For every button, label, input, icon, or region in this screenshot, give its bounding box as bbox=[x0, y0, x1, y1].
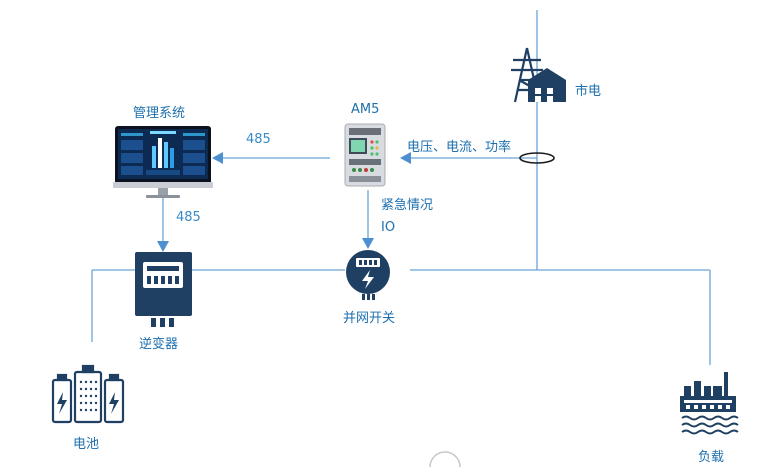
am5-device-icon bbox=[344, 123, 386, 187]
measurement-label: 电压、电流、功率 bbox=[407, 140, 512, 155]
rs485-side-label: 485 bbox=[176, 210, 201, 225]
arrowheads bbox=[157, 152, 411, 252]
management-system-label: 管理系统 bbox=[133, 106, 186, 121]
rs485-top-label: 485 bbox=[246, 132, 271, 147]
house-icon bbox=[528, 68, 566, 102]
arrow-down-icon bbox=[362, 238, 374, 249]
emergency-label: 紧急情况 bbox=[381, 198, 434, 213]
am5-label: AM5 bbox=[351, 102, 380, 117]
factory-load-icon bbox=[680, 372, 739, 435]
battery-cells bbox=[79, 380, 98, 412]
load-label: 负载 bbox=[698, 450, 725, 465]
grid-switch-label: 并网开关 bbox=[343, 311, 396, 326]
grid-switch-icon bbox=[346, 250, 390, 300]
inverter-icon bbox=[135, 252, 192, 327]
battery-label: 电池 bbox=[73, 437, 100, 452]
inverter-label: 逆变器 bbox=[139, 337, 179, 352]
current-transformer-icon bbox=[519, 152, 555, 164]
arrow-left-icon bbox=[400, 152, 411, 164]
arrow-down-icon bbox=[157, 241, 169, 252]
battery-bolt-icon bbox=[57, 392, 119, 414]
partial-circle bbox=[429, 451, 461, 467]
io-label: IO bbox=[381, 220, 396, 235]
connection-lines bbox=[91, 10, 711, 365]
arrow-left-icon bbox=[212, 152, 223, 164]
monitor-icon bbox=[113, 126, 213, 198]
utility-label: 市电 bbox=[575, 84, 602, 99]
battery-icon bbox=[51, 364, 125, 424]
